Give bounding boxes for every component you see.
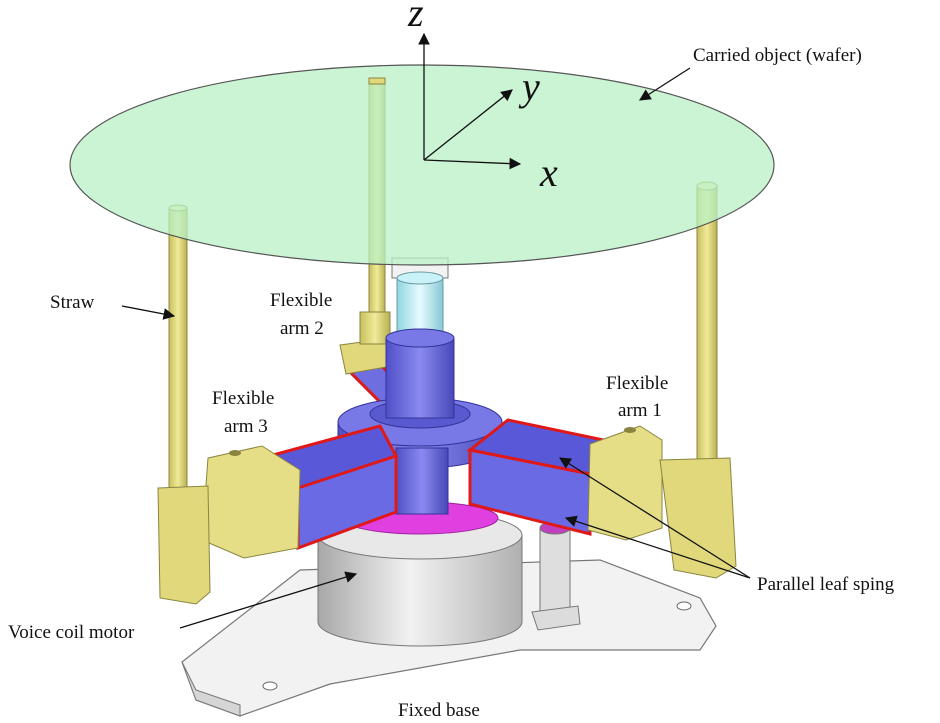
label-carried-object: Carried object (wafer) <box>693 45 862 66</box>
straw-back-top <box>368 77 386 85</box>
straw-right <box>659 181 737 579</box>
label-flexible-arm-1-line2: arm 1 <box>618 400 662 421</box>
label-flexible-arm-2-line2: arm 2 <box>280 318 324 339</box>
label-straw: Straw <box>50 292 95 313</box>
support-post <box>531 521 581 631</box>
axis-label-z: z <box>407 0 424 35</box>
axis-label-y: y <box>518 64 540 109</box>
central-shaft <box>391 257 449 341</box>
label-voice-coil-motor: Voice coil motor <box>8 622 135 643</box>
coordinate-axes: z y x <box>407 0 558 195</box>
axis-label-x: x <box>539 150 558 195</box>
wafer-disc <box>69 64 775 266</box>
label-flexible-arm-1-line1: Flexible <box>606 373 668 394</box>
label-parallel-leaf-spring: Parallel leaf sping <box>757 574 895 595</box>
base-hole <box>676 601 692 611</box>
labels: Carried object (wafer) Straw Flexible ar… <box>8 45 895 721</box>
leader-lines <box>121 67 751 629</box>
label-fixed-base: Fixed base <box>398 700 480 721</box>
label-flexible-arm-3-line2: arm 3 <box>224 416 268 437</box>
straw-left <box>157 204 211 605</box>
label-flexible-arm-3-line1: Flexible <box>212 388 274 409</box>
base-hole <box>262 681 278 691</box>
label-flexible-arm-2-line1: Flexible <box>270 290 332 311</box>
